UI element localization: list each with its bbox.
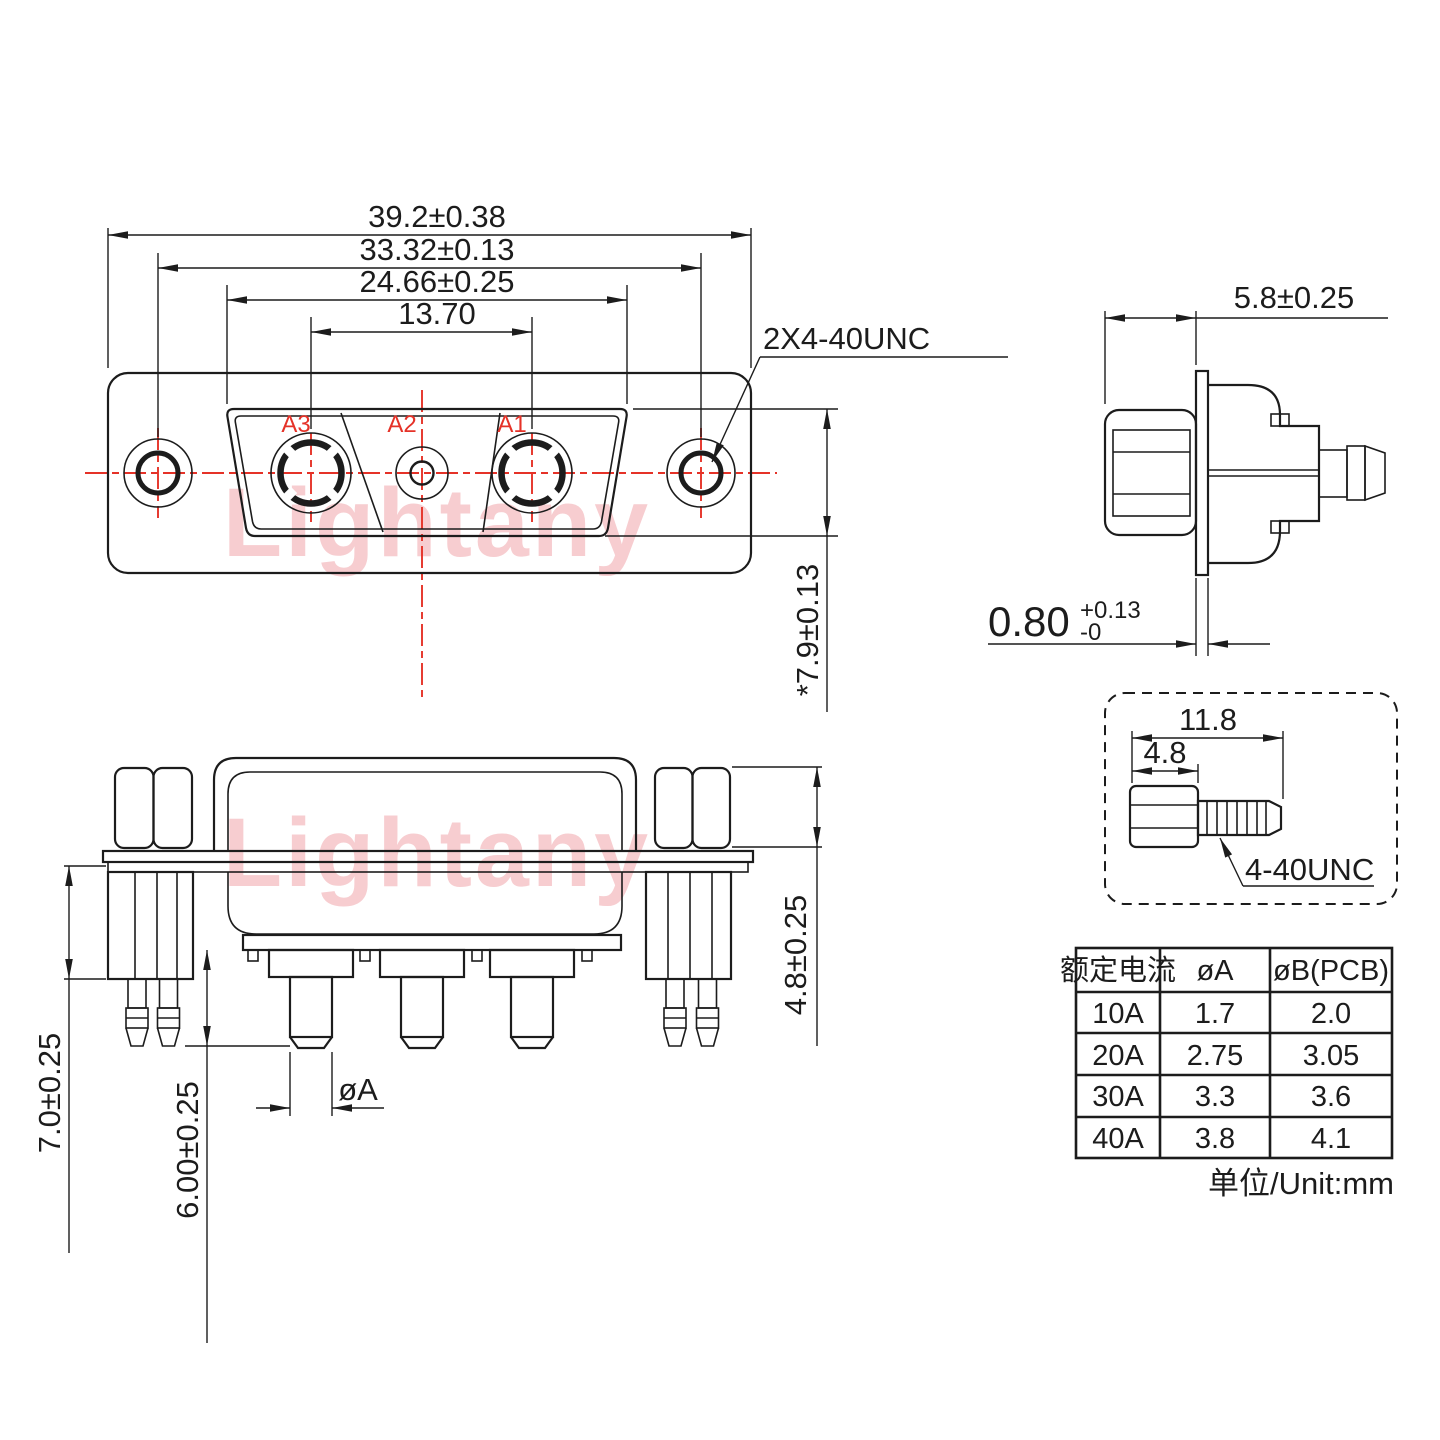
flange-side — [1194, 369, 1210, 577]
svg-text:3.05: 3.05 — [1303, 1040, 1359, 1072]
board-pins — [125, 978, 720, 1047]
hex-standoff-right — [653, 766, 732, 850]
screw-detail: 11.8 4.8 4-40UNC — [1104, 692, 1398, 905]
callout-2x4-40unc: 2X4-40UNC — [711, 321, 1008, 463]
dim-6-00: 6.00±0.25 — [170, 950, 290, 1343]
watermark-front: Lightany — [223, 468, 651, 577]
shell-back-outline — [212, 756, 638, 851]
table-header-current: 额定电流 — [1060, 954, 1176, 987]
contact-tails — [288, 975, 555, 1050]
svg-text:2X4-40UNC: 2X4-40UNC — [763, 321, 930, 356]
dim-dia-a: øA — [256, 1052, 384, 1116]
svg-text:*7.9±0.13: *7.9±0.13 — [790, 564, 825, 697]
dim-13-70: 13.70 — [310, 296, 533, 429]
contact-pin-side — [1318, 444, 1386, 502]
svg-text:1.7: 1.7 — [1195, 998, 1235, 1030]
dim-4-8: 4.8±0.25 — [732, 766, 822, 1046]
dim-7-9: *7.9±0.13 — [605, 408, 838, 712]
contact-a3 — [270, 432, 352, 514]
dim-33-32: 33.32±0.13 — [157, 232, 702, 437]
dim-0-80: 0.80 +0.13 -0 — [988, 578, 1270, 656]
svg-text:0.80: 0.80 — [988, 598, 1070, 645]
insert-inner-outline — [234, 415, 620, 530]
bushing-right — [644, 870, 733, 981]
svg-text:3.8: 3.8 — [1195, 1123, 1235, 1155]
label-a3: A3 — [281, 411, 310, 438]
mounting-hole-right — [666, 438, 736, 508]
contact-a1 — [491, 432, 573, 514]
svg-text:11.8: 11.8 — [1179, 702, 1237, 737]
svg-text:4-40UNC: 4-40UNC — [1245, 852, 1374, 887]
mounting-hole-left — [123, 438, 193, 508]
dim-7-0: 7.0±0.25 — [32, 865, 106, 1253]
svg-text:10A: 10A — [1092, 998, 1144, 1030]
spec-table: 额定电流 øA øB(PCB) 10A 1.7 2.0 20A 2.75 3.0… — [1060, 946, 1394, 1201]
dim-39-2: 39.2±0.38 — [107, 199, 752, 368]
svg-text:30A: 30A — [1092, 1081, 1144, 1113]
svg-text:4.8: 4.8 — [1143, 735, 1186, 770]
table-header-dia-b: øB(PCB) — [1273, 955, 1389, 987]
svg-text:39.2±0.38: 39.2±0.38 — [368, 199, 506, 234]
svg-text:3.6: 3.6 — [1311, 1081, 1351, 1113]
svg-text:2.0: 2.0 — [1311, 998, 1351, 1030]
hex-standoff-left — [113, 766, 194, 850]
svg-text:33.32±0.13: 33.32±0.13 — [360, 232, 515, 267]
bottom-view: 7.0±0.25 6.00±0.25 øA 4.8±0.25 — [32, 756, 822, 1343]
svg-text:5.8±0.25: 5.8±0.25 — [1234, 280, 1354, 315]
table-row: 20A 2.75 3.05 — [1092, 1040, 1359, 1072]
contact-a2 — [395, 446, 449, 500]
side-view: 5.8±0.25 0.80 +0.13 -0 — [988, 280, 1388, 656]
jack-screw — [1128, 784, 1283, 849]
watermark-bottom: Lightany — [223, 798, 651, 907]
dim-head-4-8: 4.8 — [1132, 735, 1199, 783]
table-row: 10A 1.7 2.0 — [1092, 998, 1351, 1030]
svg-text:3.3: 3.3 — [1195, 1081, 1235, 1113]
dim-5-8: 5.8±0.25 — [1104, 280, 1388, 404]
svg-text:-0: -0 — [1080, 619, 1101, 646]
unit-note: 单位/Unit:mm — [1208, 1166, 1394, 1201]
detail-box — [1104, 692, 1398, 905]
table-row: 40A 3.8 4.1 — [1092, 1123, 1351, 1155]
svg-text:7.0±0.25: 7.0±0.25 — [32, 1033, 67, 1153]
table-header-dia-a: øA — [1196, 955, 1234, 987]
front-view: A3 A2 A1 39.2±0.38 33.32±0.13 24.66±0.25… — [85, 199, 1008, 712]
svg-text:24.66±0.25: 24.66±0.25 — [360, 264, 515, 299]
svg-text:20A: 20A — [1092, 1040, 1144, 1072]
insert-outline — [226, 407, 628, 538]
connector-flange-outline — [106, 371, 753, 575]
table-row: 30A 3.3 3.6 — [1092, 1081, 1351, 1113]
label-a1: A1 — [497, 411, 526, 438]
svg-text:40A: 40A — [1092, 1123, 1144, 1155]
svg-text:6.00±0.25: 6.00±0.25 — [170, 1081, 205, 1219]
svg-text:øA: øA — [338, 1072, 378, 1107]
svg-text:4.1: 4.1 — [1311, 1123, 1351, 1155]
connector-body-side — [1208, 383, 1321, 565]
label-a2: A2 — [387, 411, 416, 438]
svg-text:2.75: 2.75 — [1187, 1040, 1243, 1072]
dim-24-66: 24.66±0.25 — [226, 264, 628, 404]
svg-text:13.70: 13.70 — [398, 296, 476, 331]
bushing-left — [106, 870, 195, 981]
svg-text:+0.13: +0.13 — [1080, 597, 1141, 624]
svg-text:4.8±0.25: 4.8±0.25 — [778, 895, 813, 1015]
insulator-bar — [241, 933, 623, 952]
callout-4-40unc: 4-40UNC — [1219, 837, 1374, 887]
